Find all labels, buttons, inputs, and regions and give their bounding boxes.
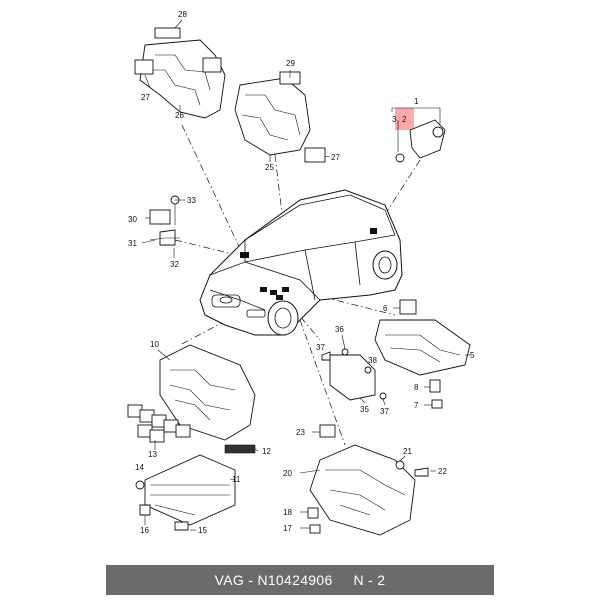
callout-labels: 1 2 3 5 6 7 8 10 11 12 13 14 15 16 17 18… bbox=[128, 10, 475, 535]
callout-13: 13 bbox=[148, 450, 157, 459]
relay-group-13 bbox=[127, 404, 191, 443]
callout-23: 23 bbox=[296, 428, 305, 437]
highlight-part-2 bbox=[395, 108, 414, 130]
callout-18: 18 bbox=[283, 508, 292, 517]
relay-carrier-10 bbox=[127, 344, 256, 450]
callout-35: 35 bbox=[360, 405, 369, 414]
callout-11: 11 bbox=[232, 475, 241, 484]
fuse-box-5 bbox=[374, 299, 471, 409]
control-unit-11 bbox=[135, 444, 259, 531]
connector-bank-25 bbox=[234, 70, 331, 163]
connector-bank-26 bbox=[134, 19, 226, 119]
callout-7: 7 bbox=[414, 401, 419, 410]
callout-28: 28 bbox=[178, 10, 187, 19]
callout-8: 8 bbox=[414, 383, 419, 392]
callout-15: 15 bbox=[198, 526, 207, 535]
callout-37b: 37 bbox=[380, 407, 389, 416]
callout-1: 1 bbox=[414, 97, 419, 106]
callout-38: 38 bbox=[368, 356, 377, 365]
callout-12: 12 bbox=[262, 447, 271, 456]
callout-6: 6 bbox=[383, 304, 388, 313]
callout-27b: 27 bbox=[331, 153, 340, 162]
callout-26: 26 bbox=[175, 111, 184, 120]
caption-bar: VAG - N10424906 N - 2 bbox=[106, 565, 494, 595]
callout-14: 14 bbox=[135, 463, 144, 472]
callout-5: 5 bbox=[470, 351, 475, 360]
callout-21: 21 bbox=[403, 447, 412, 456]
callout-33: 33 bbox=[187, 196, 196, 205]
callout-36: 36 bbox=[335, 325, 344, 334]
bracket-20 bbox=[299, 424, 436, 536]
callout-20: 20 bbox=[283, 469, 292, 478]
callout-25: 25 bbox=[265, 163, 274, 172]
callout-31: 31 bbox=[128, 239, 137, 248]
callout-3: 3 bbox=[392, 115, 397, 124]
bracket-35 bbox=[321, 334, 387, 406]
callout-10: 10 bbox=[150, 340, 159, 349]
callout-32: 32 bbox=[170, 260, 179, 269]
callout-22: 22 bbox=[438, 467, 447, 476]
callout-30: 30 bbox=[128, 215, 137, 224]
car-illustration bbox=[199, 189, 403, 336]
callout-17: 17 bbox=[283, 524, 292, 533]
part-number-caption: VAG - N10424906 N - 2 bbox=[214, 572, 386, 588]
callout-16: 16 bbox=[140, 526, 149, 535]
relay-30 bbox=[141, 195, 185, 258]
callout-29: 29 bbox=[286, 59, 295, 68]
bracket-assembly-1 bbox=[391, 107, 446, 163]
callout-27a: 27 bbox=[141, 93, 150, 102]
callout-2: 2 bbox=[402, 115, 407, 124]
callout-37a: 37 bbox=[316, 343, 325, 352]
